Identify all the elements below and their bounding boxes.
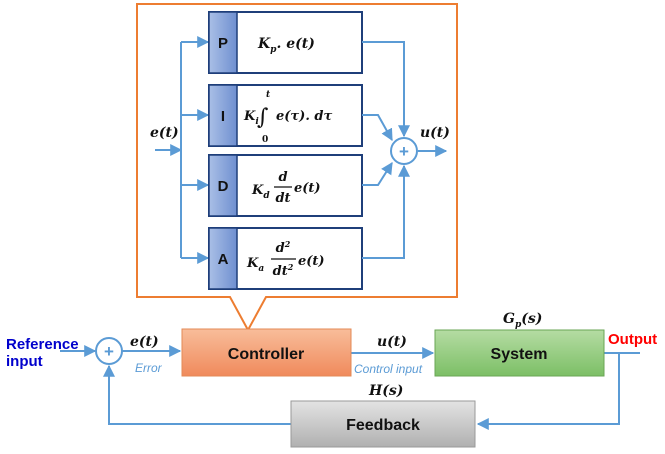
pid-outline bbox=[136, 3, 458, 333]
pid-block-i-formula: Ki bbox=[243, 109, 259, 127]
integral-lower-limit: 0 bbox=[262, 135, 268, 145]
pid-block-i-tag: I bbox=[221, 108, 225, 125]
error-signal-label: e(t) bbox=[130, 334, 159, 350]
reference-label-line1: Reference bbox=[6, 336, 79, 353]
pid-input-wiring bbox=[155, 36, 210, 264]
controller-block: Controller bbox=[181, 328, 352, 377]
deriv-num: d bbox=[278, 170, 287, 185]
controller-label: Controller bbox=[228, 346, 304, 363]
pid-block-i: I Ki ∫ t 0 e(τ). dτ bbox=[208, 84, 363, 147]
feedback-tf-label: H(s) bbox=[368, 383, 403, 399]
loop-sum-junction: + bbox=[95, 337, 123, 365]
integral-upper-limit: t bbox=[266, 90, 271, 100]
system-label: System bbox=[491, 346, 548, 363]
pid-block-d-tag: D bbox=[218, 178, 229, 195]
control-caption: Control input bbox=[354, 362, 423, 376]
pid-block-p-tag: P bbox=[218, 35, 228, 52]
pid-output-label: u(t) bbox=[420, 125, 450, 141]
system-block: System bbox=[434, 329, 605, 377]
error-caption: Error bbox=[135, 361, 163, 375]
control-signal-label: u(t) bbox=[377, 334, 407, 350]
svg-text:+: + bbox=[104, 342, 114, 361]
feedback-label: Feedback bbox=[346, 417, 420, 434]
feedback-block: Feedback bbox=[290, 400, 476, 448]
deriv-func: e(t) bbox=[294, 181, 321, 196]
pid-block-a: A Ka d2 dt2 e(t) bbox=[208, 227, 363, 290]
pid-block-p: P Kp. e(t) bbox=[208, 11, 363, 74]
output-label: Output bbox=[608, 331, 657, 348]
pid-output-wiring bbox=[362, 41, 448, 259]
pid-input-label: e(t) bbox=[150, 125, 179, 141]
pid-block-d: D Kd d dt e(t) bbox=[208, 154, 363, 217]
pid-block-a-tag: A bbox=[218, 251, 229, 268]
integral-integrand: e(τ). dτ bbox=[276, 109, 332, 124]
svg-text:+: + bbox=[399, 142, 409, 161]
loop-wiring bbox=[60, 345, 640, 430]
deriv2-func: e(t) bbox=[298, 254, 325, 269]
reference-label-line2: input bbox=[6, 353, 43, 370]
integral-sign: ∫ bbox=[257, 105, 269, 130]
pid-sum-junction: + bbox=[390, 137, 418, 165]
deriv-den: dt bbox=[275, 191, 290, 206]
system-tf-label: Gp(s) bbox=[503, 311, 542, 330]
